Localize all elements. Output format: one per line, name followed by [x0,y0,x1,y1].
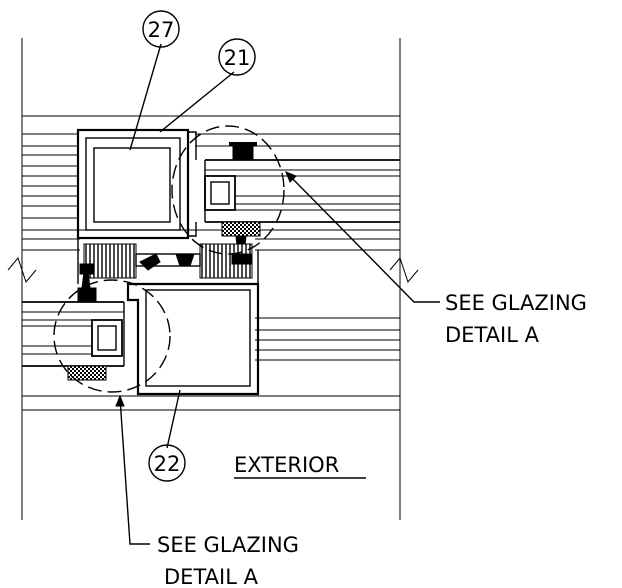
tag-27-text: 27 [148,18,175,42]
callout-right-line1: SEE GLAZING [445,291,587,315]
tag-21: 21 [218,38,256,76]
detail-circles [53,125,285,393]
tag-22: 22 [148,444,186,482]
frame-member-27 [76,128,197,240]
lower-horizontal-lines [22,317,400,411]
upper-right-glazing-unit [204,142,400,261]
frame-member-22 [126,282,260,396]
callout-bottom-line1: SEE GLAZING [157,533,299,557]
wall-boundary [7,38,419,520]
leader-lines [115,43,440,545]
tag-22-text: 22 [154,452,181,476]
callout-right-line2: DETAIL A [445,323,540,347]
thermal-break-strips [77,238,259,284]
callout-bottom-line2: DETAIL A [164,565,259,588]
lower-left-glazing-unit [22,271,125,381]
tag-21-text: 21 [224,46,251,70]
tag-27: 27 [142,10,180,48]
exterior-label: EXTERIOR [234,453,339,477]
